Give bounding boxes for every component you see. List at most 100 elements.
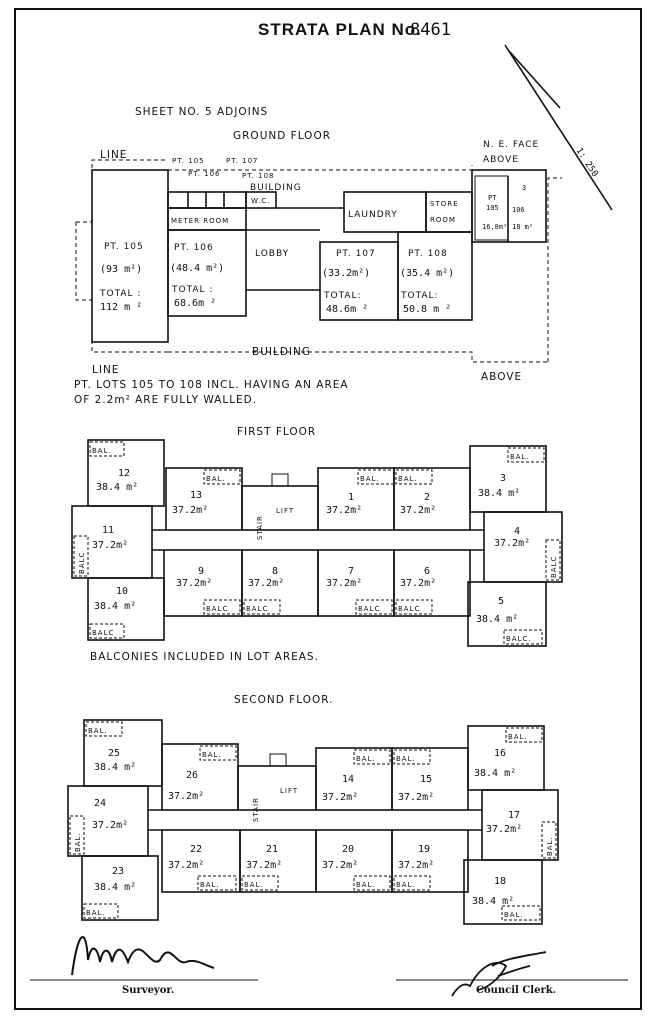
lot-22-num: 22 — [190, 844, 202, 855]
clerk-label: Council Clerk. — [476, 985, 556, 996]
lot-1-area: 37.2m² — [326, 505, 362, 516]
lot-13-area: 37.2m² — [172, 505, 208, 516]
lot-18 — [463, 859, 543, 925]
lot-24-area: 37.2m² — [92, 820, 128, 831]
pt107-total-label: TOTAL: — [323, 291, 362, 301]
small-label-pt106: PT. 106 — [188, 170, 220, 178]
pt106-total: 68.6m ² — [174, 298, 216, 309]
lot-7-num: 7 — [348, 566, 354, 577]
lot-14-num: 14 — [342, 774, 354, 785]
lot-pt108 — [397, 231, 473, 321]
laundry-label: LAUNDRY — [348, 210, 398, 220]
room-label: ROOM — [430, 216, 456, 224]
pt107-total: 48.6m ² — [326, 304, 368, 315]
lot-26-num: 26 — [186, 770, 198, 781]
balconies-note: BALCONIES INCLUDED IN LOT AREAS. — [90, 651, 319, 663]
bal-label-26: BAL. — [202, 751, 222, 759]
lot-15-area: 37.2m² — [398, 792, 434, 803]
small-label-pt108: PT. 108 — [242, 172, 274, 180]
lot-10-area: 38.4 m² — [94, 601, 136, 612]
balc-label-10: BALC — [92, 629, 114, 637]
lot-8-area: 37.2m² — [248, 578, 284, 589]
ne-face-block — [471, 169, 547, 243]
second-floor-plan — [67, 719, 559, 925]
plan-title: STRATA PLAN No. — [258, 20, 422, 39]
sheet-note: SHEET NO. 5 ADJOINS — [135, 106, 268, 118]
lift-shaft-2 — [269, 753, 287, 767]
plan-sheet — [14, 8, 642, 1010]
bal-label-19: BAL. — [396, 881, 416, 889]
pt105-total-label: TOTAL : — [99, 289, 141, 299]
lot-4-num: 4 — [514, 526, 520, 537]
balc-label-9: BALC — [206, 605, 228, 613]
lot-6-num: 6 — [424, 566, 430, 577]
building-bottom-label: BUILDING — [252, 346, 311, 358]
first-floor-heading: FIRST FLOOR — [237, 426, 316, 438]
lot-16-num: 16 — [494, 748, 506, 759]
lot-21-num: 21 — [266, 844, 278, 855]
bal-label-14: BAL. — [356, 755, 376, 763]
second-stair-label: STAIR — [252, 797, 260, 822]
bal-label-21: BAL. — [244, 881, 264, 889]
pt107-area: (33.2m²) — [322, 268, 370, 279]
second-lift-label: LIFT — [280, 787, 298, 795]
lift-shaft — [271, 473, 289, 487]
lot-21-area: 37.2m² — [246, 860, 282, 871]
lot-19 — [391, 829, 469, 893]
lot-3-num: 3 — [500, 473, 506, 484]
lot-9-num: 9 — [198, 566, 204, 577]
lot-1 — [317, 467, 395, 531]
lot-24-num: 24 — [94, 798, 106, 809]
first-floor-plan — [71, 439, 563, 647]
lot-5 — [467, 581, 547, 647]
small-lots-row — [167, 191, 247, 209]
wc-label: W.C. — [251, 197, 270, 205]
lot-20-area: 37.2m² — [322, 860, 358, 871]
lot-20-num: 20 — [342, 844, 354, 855]
lot-25-num: 25 — [108, 748, 120, 759]
lot-11-area: 37.2m² — [92, 540, 128, 551]
bal-label-25: BAL. — [88, 727, 108, 735]
balc-label-11: BALC — [78, 552, 86, 574]
above-bottom-label: ABOVE — [481, 371, 522, 383]
meter-room — [167, 207, 247, 231]
clerk-signature — [451, 951, 547, 997]
pt105-id: PT. 105 — [104, 242, 144, 252]
pt106-id: PT. 106 — [174, 243, 214, 253]
lot-17-num: 17 — [508, 810, 520, 821]
lobby — [246, 229, 320, 291]
pt108-total-label: TOTAL: — [400, 291, 439, 301]
lot-7-area: 37.2m² — [326, 578, 362, 589]
ground-note-line1: PT. LOTS 105 TO 108 INCL. HAVING AN AREA — [74, 379, 349, 391]
ne-lot-b-num: 106 — [512, 206, 525, 214]
pt108-id: PT. 108 — [408, 249, 448, 259]
store-label: STORE — [430, 200, 459, 208]
bal-label-16: BAL. — [508, 733, 528, 741]
lot-4-area: 37.2m² — [494, 538, 530, 549]
lot-pt105 — [91, 169, 169, 343]
balc-label-5: BALC. — [506, 635, 532, 643]
first-balconies — [73, 441, 561, 645]
ne-lot-b-id: 3 — [522, 184, 526, 192]
pt108-total: 50.8 m ² — [403, 304, 451, 315]
surveyor-label: Surveyor. — [122, 985, 174, 996]
ne-face-label: N. E. FACE — [483, 140, 539, 150]
bal-label-3: BAL. — [510, 453, 530, 461]
store-room — [425, 191, 473, 233]
lot-12-num: 12 — [118, 468, 130, 479]
lot-10-num: 10 — [116, 586, 128, 597]
bal-label-15: BAL. — [396, 755, 416, 763]
second-balconies — [69, 721, 557, 921]
line-bottom-label: LINE — [92, 364, 119, 376]
balc-label-7: BALC — [358, 605, 380, 613]
lot-19-area: 37.2m² — [398, 860, 434, 871]
bal-label-17: BAL. — [546, 836, 554, 856]
north-arrow-barb — [509, 51, 561, 109]
lot-18-num: 18 — [494, 876, 506, 887]
lot-19-num: 19 — [418, 844, 430, 855]
stair-lift-core-2 — [237, 765, 317, 811]
line-top-label: LINE — [100, 149, 127, 161]
lot-5-area: 38.4 m² — [476, 614, 518, 625]
bal-label-13: BAL. — [206, 475, 226, 483]
meter-room-label: METER ROOM — [171, 217, 229, 225]
